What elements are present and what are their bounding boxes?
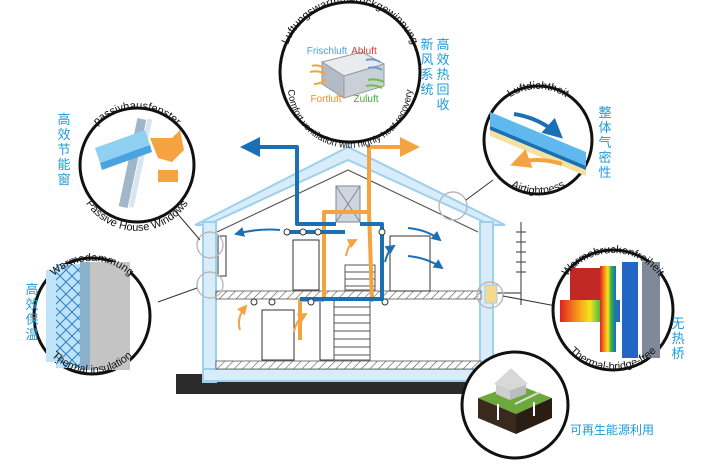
windows-cn-label: 高效节能窗 (57, 113, 71, 188)
renewable-cn-label: 可再生能源利用 (570, 423, 655, 437)
windows-callout: passivhausfenster Passive House Windows (78, 100, 196, 234)
bottom-insulation (202, 368, 494, 382)
bridge-detail-marker (476, 281, 504, 309)
window-detail-marker (196, 231, 224, 259)
bridge-callout: Warmebruckenfreiheit Thermal-bridge-free (551, 244, 675, 373)
fresh-air-label: Frischluft (307, 46, 348, 57)
insulation-cn-label: 高效保温 (25, 283, 39, 343)
airtight-cn-label: 整体气密性 (598, 106, 612, 181)
ground-floor (215, 360, 482, 370)
heat-recovery-callout: Luftungswarmmeruckgewinnung Comfort vent… (278, 0, 422, 151)
outgoing-air-label: Fortluft (310, 94, 341, 105)
exhaust-label: Abluft (351, 46, 377, 57)
airtight-subtitle: Airtightness (509, 178, 567, 197)
insulation-detail-marker (196, 271, 224, 299)
bridge-cn-label: 无热桥 (671, 317, 685, 362)
airtight-callout: Luftdichtheit Airtightness (482, 80, 594, 197)
staircase (333, 264, 376, 361)
heat-recovery-cn-label-1: 高效热回收 (436, 38, 450, 113)
airtight-detail-marker (438, 191, 468, 221)
left-wall (202, 221, 217, 383)
extract-duct (246, 145, 336, 226)
insulation-callout: Warmedammung Thermal insulation (32, 252, 152, 376)
mast (493, 222, 526, 305)
supply-air-label: Zuluft (353, 94, 378, 105)
renewable-callout (460, 350, 570, 460)
heat-recovery-cn-label-2: 新风系统 (420, 38, 434, 98)
